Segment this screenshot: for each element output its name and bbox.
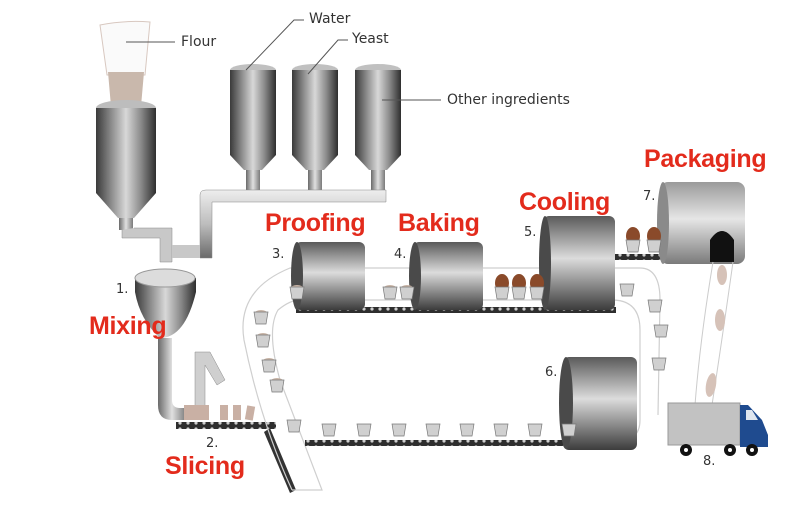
pan — [561, 423, 577, 437]
step-number-3: 3. — [272, 247, 285, 262]
flour-silo — [96, 100, 173, 263]
bread-pan — [425, 423, 441, 437]
delivery-truck — [667, 402, 768, 456]
pan — [647, 299, 663, 313]
bread-pan — [527, 423, 543, 437]
step-number-1: 1. — [116, 282, 129, 297]
pan — [425, 423, 441, 437]
pan — [494, 286, 510, 300]
bread-pan — [269, 378, 285, 393]
pan — [653, 324, 669, 338]
pan — [493, 423, 509, 437]
bread-pan — [625, 227, 641, 253]
step-number-7: 7. — [643, 189, 656, 204]
bread-pan — [647, 299, 663, 313]
pan — [619, 283, 635, 297]
pan — [391, 423, 407, 437]
bread-pan — [619, 283, 635, 297]
step-number-2: 2. — [206, 436, 219, 451]
bread-pan — [253, 310, 269, 325]
step-number-4: 4. — [394, 247, 407, 262]
step-number-5: 5. — [524, 225, 537, 240]
packaged-loaves — [694, 261, 734, 406]
pan — [286, 419, 302, 433]
bread-pan — [399, 285, 415, 300]
bread-pan — [459, 423, 475, 437]
pan — [651, 357, 667, 371]
bread-pan — [382, 285, 398, 300]
flour-callout: Flour — [181, 34, 217, 50]
bread-pan — [653, 324, 669, 338]
bread-pan — [261, 358, 277, 373]
pan — [399, 286, 415, 300]
step-number-8: 8. — [703, 454, 716, 469]
pan — [269, 379, 285, 393]
pan — [511, 286, 527, 300]
pan — [356, 423, 372, 437]
packaging-drum — [657, 182, 745, 264]
pan — [527, 423, 543, 437]
bread-pan — [286, 419, 302, 433]
pan — [261, 359, 277, 373]
yeast-callout: Yeast — [352, 31, 389, 47]
stage-label-proofing: Proofing — [265, 209, 366, 237]
bread-pan — [494, 274, 510, 300]
pan — [529, 286, 545, 300]
bread-pan — [561, 423, 577, 437]
bread-pan — [321, 423, 337, 437]
bread-pan — [646, 227, 662, 253]
pan — [625, 239, 641, 253]
pan — [459, 423, 475, 437]
cooling-drum — [539, 216, 615, 310]
stage-label-slicing: Slicing — [165, 452, 245, 480]
bread-pan — [391, 423, 407, 437]
other-ingredients-silo — [355, 64, 401, 192]
mixer — [134, 268, 196, 420]
stage-label-mixing: Mixing — [89, 312, 167, 340]
pan — [321, 423, 337, 437]
step-number-6: 6. — [545, 365, 558, 380]
pan — [382, 286, 398, 300]
water-silo — [230, 64, 276, 192]
bread-pan — [255, 333, 271, 348]
pan — [255, 334, 271, 348]
water-callout: Water — [309, 11, 351, 27]
bread-pan — [529, 274, 545, 300]
stage-label-cooling: Cooling — [519, 188, 610, 216]
pans — [253, 227, 669, 437]
bread-pan — [511, 274, 527, 300]
bread-pan — [651, 357, 667, 371]
pan — [289, 286, 305, 300]
yeast-silo — [292, 64, 338, 192]
proofing-drum — [291, 242, 365, 310]
baking-drum — [409, 242, 483, 310]
callout-lines — [126, 19, 441, 101]
stage-label-packaging: Packaging — [644, 145, 767, 173]
pan — [253, 311, 269, 325]
bread-pan — [493, 423, 509, 437]
ingredient-pipe — [172, 189, 387, 259]
pan — [646, 239, 662, 253]
bread-pan — [356, 423, 372, 437]
other-ingredients-callout: Other ingredients — [447, 92, 570, 108]
stage-label-baking: Baking — [398, 209, 480, 237]
bread-pan — [289, 285, 305, 300]
